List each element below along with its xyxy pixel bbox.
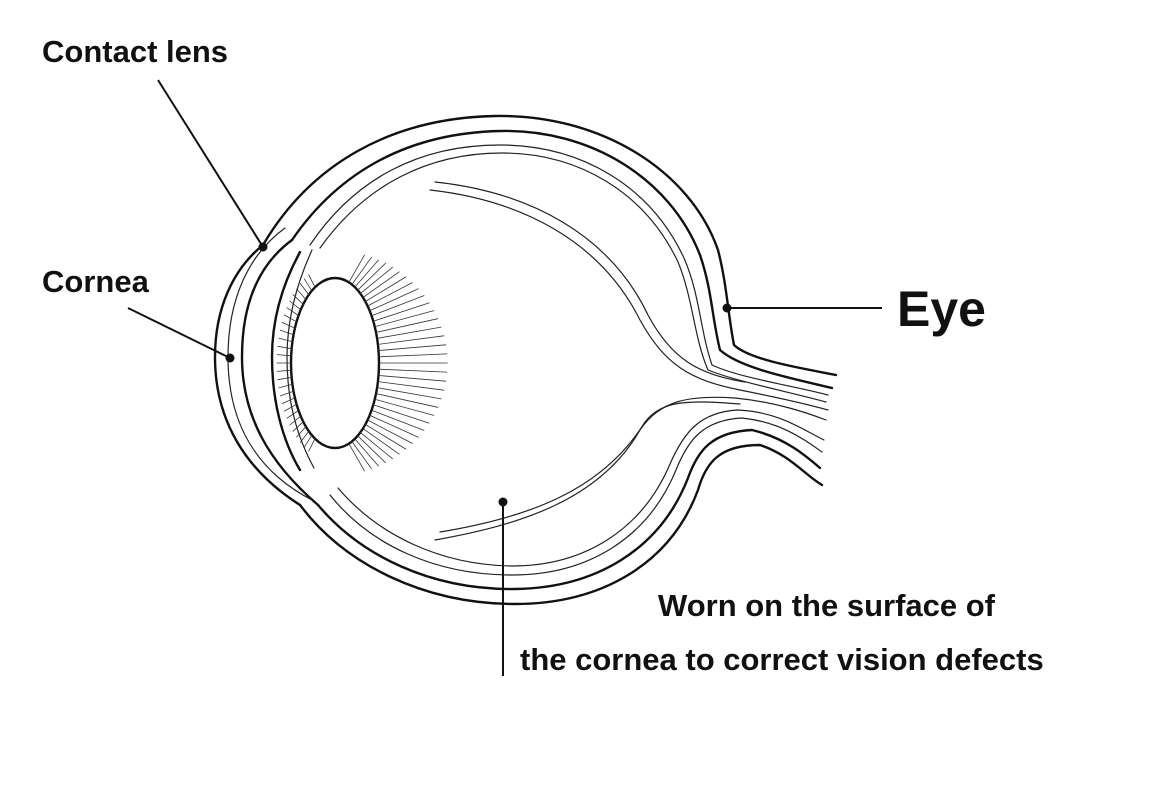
ciliary-fiber <box>377 335 445 345</box>
ciliary-fiber <box>364 276 407 302</box>
cornea-inner <box>240 238 320 507</box>
pointer-dot-description <box>498 497 508 507</box>
ciliary-fiber <box>372 404 430 424</box>
ciliary-fiber <box>378 375 447 382</box>
iris-fiber <box>292 421 304 432</box>
iris-fiber <box>279 390 294 397</box>
pointer-dot-contact-lens <box>258 242 268 252</box>
iris-fiber <box>289 300 302 311</box>
iris-fiber <box>278 337 293 343</box>
pointer-dot-cornea <box>225 353 235 363</box>
description-line-1: Worn on the surface of <box>658 588 996 623</box>
leader-contact-lens <box>157 79 264 248</box>
pointer-dot-eye <box>722 303 732 313</box>
iris-fiber <box>292 294 304 305</box>
iris-fiber <box>277 345 293 350</box>
iris-fiber <box>276 354 292 357</box>
ciliary-fiber <box>369 288 419 312</box>
iris-fiber <box>299 430 310 443</box>
eye-choroid <box>309 144 829 396</box>
eye-inner-sclera <box>290 129 834 390</box>
ciliary-fiber <box>354 438 379 467</box>
crystalline-lens <box>289 276 381 450</box>
ciliary-fiber <box>372 302 430 322</box>
ciliary-fiber <box>378 368 448 373</box>
iris-fiber <box>281 397 296 405</box>
iris-fiber <box>286 410 299 419</box>
eye-retina-bottom-2 <box>439 401 741 533</box>
iris-band <box>270 250 302 472</box>
iris-fiber <box>308 438 316 452</box>
ciliary-fiber <box>371 295 425 317</box>
ciliary-fiber <box>374 398 435 416</box>
ciliary-fiber <box>364 424 407 450</box>
ciliary-fiber <box>371 409 425 431</box>
iris-fiber <box>286 307 299 316</box>
ciliary-fiber <box>351 256 372 285</box>
eye-retina-2 <box>434 181 746 383</box>
iris-fiber <box>299 283 310 296</box>
label-contact-lens: Contact lens <box>42 34 229 69</box>
ciliary-fiber <box>348 254 365 283</box>
ciliary-fibers <box>276 254 448 472</box>
eye-retina-bottom <box>434 396 827 541</box>
iris-fiber <box>296 288 307 300</box>
label-eye: Eye <box>897 281 986 337</box>
ciliary-fiber <box>357 435 386 464</box>
iris-fiber <box>278 383 293 389</box>
ciliary-fiber <box>351 441 372 470</box>
cornea-outline <box>213 243 302 507</box>
ciliary-fiber <box>376 387 442 400</box>
iris-fiber <box>283 314 297 323</box>
ciliary-fiber <box>378 353 448 358</box>
ciliary-fiber <box>359 266 393 295</box>
iris-fiber <box>283 403 297 412</box>
ciliary-fiber <box>375 393 439 408</box>
iris-fiber <box>303 434 313 448</box>
leader-cornea <box>127 307 231 359</box>
iris-fiber <box>279 329 294 336</box>
eye-choroid-bottom-2 <box>337 409 825 567</box>
description-line-2: the cornea to correct vision defects <box>520 642 1044 677</box>
iris-fiber <box>281 321 296 329</box>
iris-fiber <box>303 278 313 292</box>
eye-choroid-bottom <box>329 417 823 576</box>
iris-fiber <box>308 274 316 288</box>
ciliary-fiber <box>362 271 400 298</box>
eye-inner-sclera-bottom <box>316 428 822 591</box>
iris-fiber <box>277 376 293 381</box>
ciliary-fiber <box>367 419 413 444</box>
eye-outer-sclera-bottom <box>298 443 824 606</box>
ciliary-fiber <box>377 381 445 391</box>
ciliary-fiber <box>354 259 379 288</box>
ciliary-fiber <box>348 443 365 472</box>
ciliary-fiber <box>362 428 400 455</box>
ciliary-fiber <box>374 310 435 328</box>
eye-choroid-2 <box>319 152 827 403</box>
ciliary-fiber <box>357 262 386 291</box>
ciliary-fiber <box>359 431 393 460</box>
label-cornea: Cornea <box>42 264 149 299</box>
ciliary-fiber <box>367 282 413 307</box>
eye-retina <box>429 189 829 411</box>
iris-fiber <box>276 369 292 372</box>
ciliary-fiber <box>369 414 419 438</box>
iris-fiber <box>289 415 302 426</box>
iris-band-2 <box>286 249 315 469</box>
ciliary-fiber <box>375 318 439 333</box>
iris-fiber <box>296 426 307 438</box>
ciliary-fiber <box>378 344 447 351</box>
ciliary-fiber <box>376 326 442 339</box>
eye-outer-sclera <box>261 114 838 377</box>
